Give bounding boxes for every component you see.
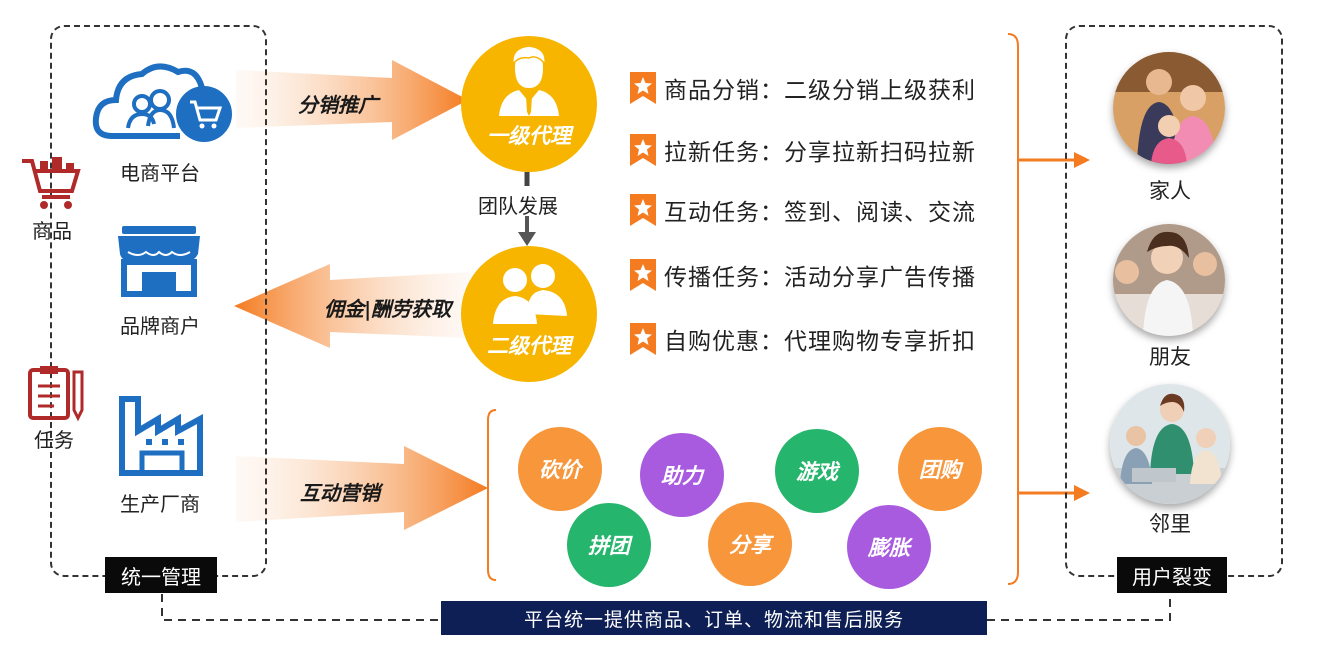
activity-bubble-assist: 助力 <box>640 433 724 517</box>
star-badge-icon <box>630 259 656 291</box>
family-photo <box>1113 52 1225 164</box>
bottom-loop <box>161 594 1171 621</box>
goods-label: 商品 <box>32 219 72 243</box>
interactive-arrow-label: 互动营销 <box>300 481 380 505</box>
platform-brand-label: 品牌商户 <box>120 314 200 338</box>
activity-bubble-expand: 膨胀 <box>847 505 931 589</box>
platform-ecommerce-label: 电商平台 <box>120 161 200 185</box>
bubble-bracket <box>487 409 497 581</box>
task-text: 传播任务：活动分享广告传播 <box>664 265 976 291</box>
user-neighbors-label: 邻里 <box>1149 512 1191 536</box>
task-item: 互动任务：签到、阅读、交流 <box>630 193 976 227</box>
star-badge-icon <box>630 323 656 355</box>
team-label: 团队发展 <box>478 194 558 218</box>
group-people-icon <box>493 264 567 324</box>
commission-arrow-label: 佣金|酬劳获取 <box>324 297 452 321</box>
task-text: 拉新任务：分享拉新扫码拉新 <box>664 140 976 166</box>
shopping-cart-icon <box>22 157 81 209</box>
interactive-arrow <box>236 446 488 530</box>
neighbors-photo <box>1110 384 1230 504</box>
platform-factory-label: 生产厂商 <box>120 492 200 516</box>
user-arrow-1-head <box>1074 152 1090 168</box>
activity-bubble-game: 游戏 <box>775 429 859 513</box>
task-item: 商品分销：二级分销上级获利 <box>630 71 976 105</box>
factory-icon <box>119 396 203 476</box>
commission-arrow <box>234 264 470 348</box>
user-friends-label: 朋友 <box>1149 345 1191 369</box>
task-item: 拉新任务：分享拉新扫码拉新 <box>630 133 976 167</box>
task-text: 互动任务：签到、阅读、交流 <box>664 200 976 226</box>
fission-label: 用户裂变 <box>1117 557 1227 593</box>
task-item: 自购优惠：代理购物专享折扣 <box>630 322 976 356</box>
user-family-label: 家人 <box>1149 179 1191 203</box>
activity-bubble-teamup: 拼团 <box>567 503 651 587</box>
task-item: 传播任务：活动分享广告传播 <box>630 258 976 292</box>
level1-agent-label: 一级代理 <box>487 123 571 148</box>
star-badge-icon <box>630 194 656 226</box>
team-arrow-head <box>518 232 536 246</box>
cloud-cart-icon <box>92 63 232 142</box>
task-text: 自购优惠：代理购物专享折扣 <box>664 329 976 355</box>
activity-bubble-groupbuy: 团购 <box>898 427 982 511</box>
storefront-icon <box>118 226 200 297</box>
person-icon <box>499 45 559 116</box>
right-bracket <box>1007 33 1019 585</box>
manage-label: 统一管理 <box>105 557 217 593</box>
service-banner: 平台统一提供商品、订单、物流和售后服务 <box>441 601 987 635</box>
distribute-arrow <box>236 60 468 140</box>
star-badge-icon <box>630 134 656 166</box>
star-badge-icon <box>630 72 656 104</box>
user-arrow-2-head <box>1074 485 1090 501</box>
task-label: 任务 <box>34 428 74 452</box>
task-text: 商品分销：二级分销上级获利 <box>664 78 976 104</box>
level2-agent-circle: 二级代理 <box>461 246 597 382</box>
level1-agent-circle: 一级代理 <box>461 36 597 172</box>
activity-bubble-bargain: 砍价 <box>518 427 602 511</box>
task-list-icon <box>28 366 84 422</box>
activity-bubble-share: 分享 <box>708 502 792 586</box>
level2-agent-label: 二级代理 <box>487 333 571 358</box>
friends-photo <box>1113 224 1225 336</box>
distribute-arrow-label: 分销推广 <box>298 93 378 117</box>
